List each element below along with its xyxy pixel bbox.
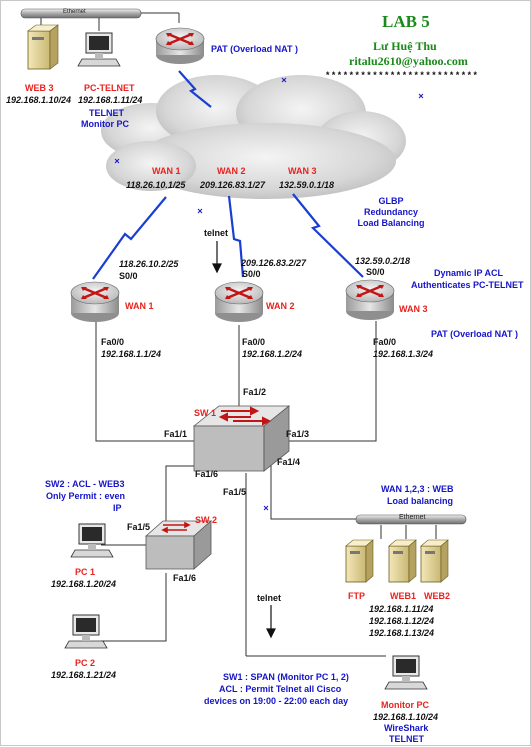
wan2-fa-if: Fa0/0 bbox=[242, 337, 266, 347]
wan1-router-name: WAN 1 bbox=[125, 301, 154, 311]
sw1-fa15: Fa1/5 bbox=[223, 487, 247, 497]
router-wan3[interactable] bbox=[345, 279, 395, 320]
wan3-serial-ip: 132.59.0.2/18 bbox=[355, 256, 411, 266]
wan1-serial-if: S0/0 bbox=[119, 271, 138, 281]
glbp-line1: GLBP bbox=[378, 196, 404, 206]
cloud-wan1-name: WAN 1 bbox=[152, 166, 181, 176]
sw1-fa13: Fa1/3 bbox=[286, 429, 310, 439]
server-ftp-name: FTP bbox=[348, 591, 365, 601]
wan2-serial-ip: 209.126.83.2/27 bbox=[241, 258, 307, 268]
server-web1[interactable] bbox=[388, 539, 417, 583]
wan3-fa-if: Fa0/0 bbox=[373, 337, 397, 347]
isp-cloud bbox=[101, 75, 406, 199]
sw2-fa15: Fa1/5 bbox=[127, 522, 151, 532]
wan3-pat-label: PAT (Overload NAT ) bbox=[431, 329, 519, 339]
pc-telnet-name: PC-TELNET bbox=[84, 83, 135, 93]
telnet-bottom-label: telnet bbox=[257, 593, 282, 603]
server-web2[interactable] bbox=[420, 539, 449, 583]
pc2-name: PC 2 bbox=[75, 658, 96, 668]
wan2-serial-if: S0/0 bbox=[242, 269, 261, 279]
sw1-fa12: Fa1/2 bbox=[243, 387, 267, 397]
wan2-fa-ip: 192.168.1.2/24 bbox=[242, 349, 303, 359]
monitor-pc-ip: 192.168.1.10/24 bbox=[373, 712, 439, 722]
monitor-pc-computer[interactable] bbox=[384, 655, 428, 690]
author-email[interactable]: ritalu2610@yahoo.com bbox=[349, 54, 468, 68]
serial-links bbox=[92, 70, 364, 280]
sw1-fa16: Fa1/6 bbox=[195, 469, 219, 479]
isp-pat-label: PAT (Overload NAT ) bbox=[211, 44, 299, 54]
wan3-router-name: WAN 3 bbox=[399, 304, 428, 314]
server-ftp-ip: 192.168.1.11/24 bbox=[369, 604, 434, 614]
sw1-fa14: Fa1/4 bbox=[277, 457, 301, 467]
author-name: Lư Huệ Thu bbox=[373, 39, 437, 53]
bottom-ethernet-label: Ethernet bbox=[399, 514, 426, 521]
telnet-note-line1: TELNET bbox=[89, 108, 124, 118]
wan1-serial-ip: 118.26.10.2/25 bbox=[119, 259, 179, 269]
pc1-name: PC 1 bbox=[75, 567, 96, 577]
wan1-fa-ip: 192.168.1.1/24 bbox=[101, 349, 162, 359]
glbp-line2: Redundancy bbox=[363, 207, 418, 217]
pc1-computer[interactable] bbox=[70, 523, 114, 558]
sw1-fa11: Fa1/1 bbox=[164, 429, 188, 439]
server-web3[interactable] bbox=[27, 24, 59, 70]
lan-cables bbox=[95, 321, 437, 657]
sw2-note-line2: Only Permit : even bbox=[46, 491, 126, 501]
web-lb-line1: WAN 1,2,3 : WEB bbox=[381, 484, 454, 494]
web3-ip: 192.168.1.10/24 bbox=[6, 95, 72, 105]
cloud-wan2-ip: 209.126.83.1/27 bbox=[200, 180, 266, 190]
switch-sw1[interactable] bbox=[192, 405, 291, 472]
web-lb-line2: Load balancing bbox=[387, 496, 454, 506]
wan2-router-name: WAN 2 bbox=[266, 301, 295, 311]
dynamic-acl-line1: Dynamic IP ACL bbox=[434, 268, 504, 278]
span-note-line1: SW1 : SPAN (Monitor PC 1, 2) bbox=[223, 672, 349, 682]
router-wan2[interactable] bbox=[214, 281, 264, 322]
server-web2-name: WEB2 bbox=[424, 591, 451, 601]
router-isp[interactable] bbox=[155, 27, 205, 64]
top-ethernet-label: Ethernet bbox=[63, 9, 86, 15]
server-web1-name: WEB1 bbox=[390, 591, 417, 601]
telnet-arrows bbox=[212, 241, 276, 639]
cloud-wan3-ip: 132.59.0.1/18 bbox=[279, 180, 335, 190]
switch-sw2[interactable] bbox=[144, 520, 213, 570]
server-ftp[interactable] bbox=[345, 539, 374, 583]
span-note-line2: ACL : Permit Telnet all Cisco bbox=[219, 684, 342, 694]
pc2-ip: 192.168.1.21/24 bbox=[51, 670, 117, 680]
wan3-serial-if: S0/0 bbox=[366, 267, 385, 277]
sw2-name: SW 2 bbox=[195, 515, 218, 525]
wan3-fa-ip: 192.168.1.3/24 bbox=[373, 349, 434, 359]
lab-title: LAB 5 bbox=[382, 12, 430, 31]
dynamic-acl-line2: Authenticates PC-TELNET bbox=[411, 280, 524, 290]
monitor-pc-name: Monitor PC bbox=[381, 700, 429, 710]
glbp-line3: Load Balancing bbox=[357, 218, 425, 228]
pc-telnet-ip: 192.168.1.11/24 bbox=[78, 95, 143, 105]
header-stars: ************************** bbox=[325, 71, 479, 81]
web3-name: WEB 3 bbox=[25, 83, 54, 93]
cloud-wan2-name: WAN 2 bbox=[217, 166, 246, 176]
cloud-wan3-name: WAN 3 bbox=[288, 166, 317, 176]
sw2-fa16: Fa1/6 bbox=[173, 573, 197, 583]
monitor-pc-wireshark: WireShark bbox=[384, 723, 429, 733]
server-web2-ip: 192.168.1.13/24 bbox=[369, 628, 435, 638]
telnet-top-label: telnet bbox=[204, 228, 229, 238]
sw1-name: SW 1 bbox=[194, 408, 217, 418]
bottom-ethernet-bus bbox=[355, 514, 467, 525]
sw2-note-line1: SW2 : ACL - WEB3 bbox=[45, 479, 125, 489]
sw2-note-line3: IP bbox=[113, 503, 122, 513]
wan1-fa-if: Fa0/0 bbox=[101, 337, 125, 347]
server-web1-ip: 192.168.1.12/24 bbox=[369, 616, 435, 626]
pc1-ip: 192.168.1.20/24 bbox=[51, 579, 117, 589]
cloud-wan1-ip: 118.26.10.1/25 bbox=[126, 180, 186, 190]
monitor-pc-telnet: TELNET bbox=[389, 734, 424, 744]
pc-telnet-computer[interactable] bbox=[77, 32, 121, 67]
telnet-note-line2: Monitor PC bbox=[81, 119, 129, 129]
pc2-computer[interactable] bbox=[64, 614, 108, 649]
span-note-line3: devices on 19:00 - 22:00 each day bbox=[204, 696, 349, 706]
router-wan1[interactable] bbox=[70, 281, 120, 322]
